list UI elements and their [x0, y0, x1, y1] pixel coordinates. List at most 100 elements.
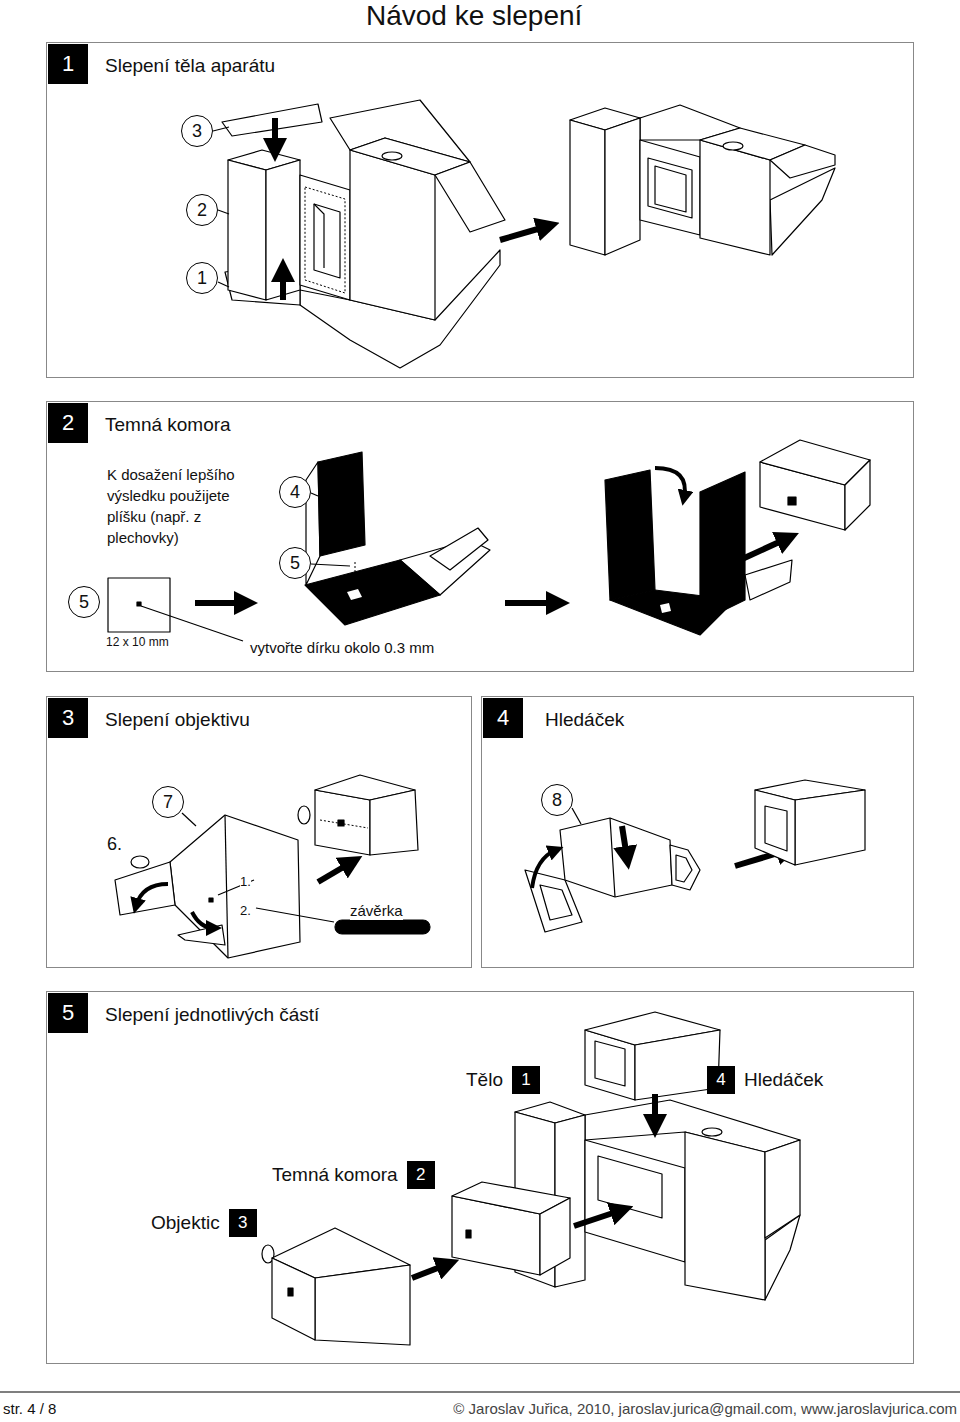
- callout-text: 5: [79, 593, 89, 611]
- step-panel: Hledáček48: [481, 696, 914, 968]
- step-number-text: 4: [497, 707, 509, 729]
- lens-steps-part: [178, 925, 225, 945]
- step-number-text: 2: [62, 412, 74, 434]
- dark-chamber-steps-part: [108, 578, 170, 632]
- part-number: 1: [512, 1066, 540, 1094]
- body-unfolded-part: [350, 150, 435, 320]
- dark-chamber-steps-part: [355, 562, 356, 585]
- callout-number: 3: [181, 115, 213, 147]
- part-label: Objektic3: [151, 1209, 257, 1237]
- lens-steps-part: [131, 856, 149, 868]
- final-assembly-part: [585, 1140, 685, 1262]
- lens-steps-part: [320, 820, 368, 828]
- final-assembly-part: [288, 1288, 293, 1296]
- final-assembly-part: [652, 1094, 658, 1126]
- lens-steps-part: [318, 862, 352, 882]
- body-unfolded-part: [266, 160, 300, 300]
- dark-chamber-steps-part: [788, 497, 796, 505]
- dimension-label: 12 x 10 mm: [106, 635, 169, 649]
- lens-steps-part: [370, 790, 418, 855]
- dark-chamber-steps-part: [318, 452, 365, 556]
- final-assembly-part: [595, 1041, 625, 1086]
- step-heading: Temná komora: [105, 413, 231, 437]
- dark-chamber-steps-part: [311, 493, 318, 496]
- final-assembly-part: [598, 1156, 662, 1218]
- callout-number: 1: [186, 262, 218, 294]
- finder-steps-part: [560, 818, 672, 897]
- finder-steps-part: [540, 885, 572, 920]
- footer-rule: [0, 1391, 960, 1392]
- part-name: Hledáček: [744, 1069, 823, 1091]
- body-unfolded-part: [382, 152, 402, 160]
- instruction-text: vytvořte dírku okolo 0.3 mm: [250, 639, 434, 657]
- body-unfolded-part: [218, 210, 229, 214]
- page-number: str. 4 / 8: [3, 1400, 56, 1418]
- part-name: Temná komora: [272, 1164, 398, 1186]
- finder-steps: [525, 780, 865, 932]
- dark-chamber-steps-part: [845, 460, 870, 530]
- part-name: závěrka: [350, 902, 403, 920]
- dark-chamber-steps-part: [430, 528, 488, 570]
- body-assembled-part: [648, 158, 692, 218]
- final-assembly-part: [574, 1210, 622, 1226]
- callout-number: 5: [279, 547, 311, 579]
- dark-chamber-steps-part: [660, 603, 671, 613]
- body-unfolded-part: [314, 204, 340, 278]
- lens-steps-part: [170, 815, 300, 958]
- final-assembly-part: [685, 1132, 765, 1300]
- body-unfolded-part: [435, 162, 505, 232]
- lens-steps: [115, 775, 430, 958]
- lens-steps-part: [136, 884, 168, 906]
- step-number-text: 1: [62, 53, 74, 75]
- step-number: 1: [48, 44, 88, 84]
- finder-steps-part: [670, 845, 700, 890]
- lens-steps-part: [338, 820, 344, 826]
- final-assembly-part: [765, 1140, 800, 1238]
- body-assembled-part: [723, 142, 743, 150]
- step-heading: Slepení těla aparátu: [105, 54, 275, 78]
- body-unfolded-part: [228, 160, 266, 300]
- body-unfolded-part: [280, 270, 286, 300]
- final-assembly: [262, 1012, 800, 1345]
- callout-number: 5: [68, 586, 100, 618]
- finder-steps-part: [532, 850, 556, 888]
- callout-text: 2: [197, 201, 207, 219]
- callout-number: 4: [279, 476, 311, 508]
- finder-steps-part: [765, 806, 787, 851]
- lens-steps-part: [192, 912, 214, 928]
- body-assembled: [570, 105, 835, 255]
- step-label: 2.: [240, 903, 251, 919]
- callout-text: 1: [197, 269, 207, 287]
- lens-steps-part: [335, 920, 430, 934]
- callout-number: 2: [186, 194, 218, 226]
- part-number: 3: [229, 1209, 257, 1237]
- body-assembled-part: [640, 140, 700, 235]
- dark-chamber-steps-part: [311, 564, 350, 566]
- final-assembly-part: [540, 1198, 570, 1275]
- lens-steps-part: [115, 862, 175, 915]
- body-unfolded-part: [213, 127, 229, 131]
- body-assembled-part: [655, 166, 686, 212]
- step-number: 3: [48, 698, 88, 738]
- finder-steps-part: [610, 818, 615, 897]
- part-number: 4: [707, 1066, 735, 1094]
- body-assembled-part: [570, 120, 605, 255]
- lens-steps-part: [182, 813, 196, 826]
- dark-chamber-steps-part: [740, 538, 788, 560]
- dark-chamber-steps-part: [305, 560, 440, 625]
- final-assembly-part: [315, 1265, 410, 1345]
- dark-chamber-steps-part: [505, 600, 558, 606]
- lens-steps-part: [298, 806, 310, 824]
- body-unfolded-part: [272, 118, 278, 150]
- dark-chamber-steps-part: [347, 589, 362, 600]
- body-assembled-part: [605, 118, 640, 255]
- step-heading: Hledáček: [545, 708, 624, 732]
- lens-steps-part: [225, 815, 228, 958]
- body-unfolded-part: [305, 187, 345, 293]
- final-assembly-part: [466, 1230, 471, 1238]
- callout-text: 3: [192, 122, 202, 140]
- body-unfolded-part: [300, 175, 350, 300]
- finder-steps-part: [572, 808, 581, 824]
- finder-steps-part: [755, 790, 795, 865]
